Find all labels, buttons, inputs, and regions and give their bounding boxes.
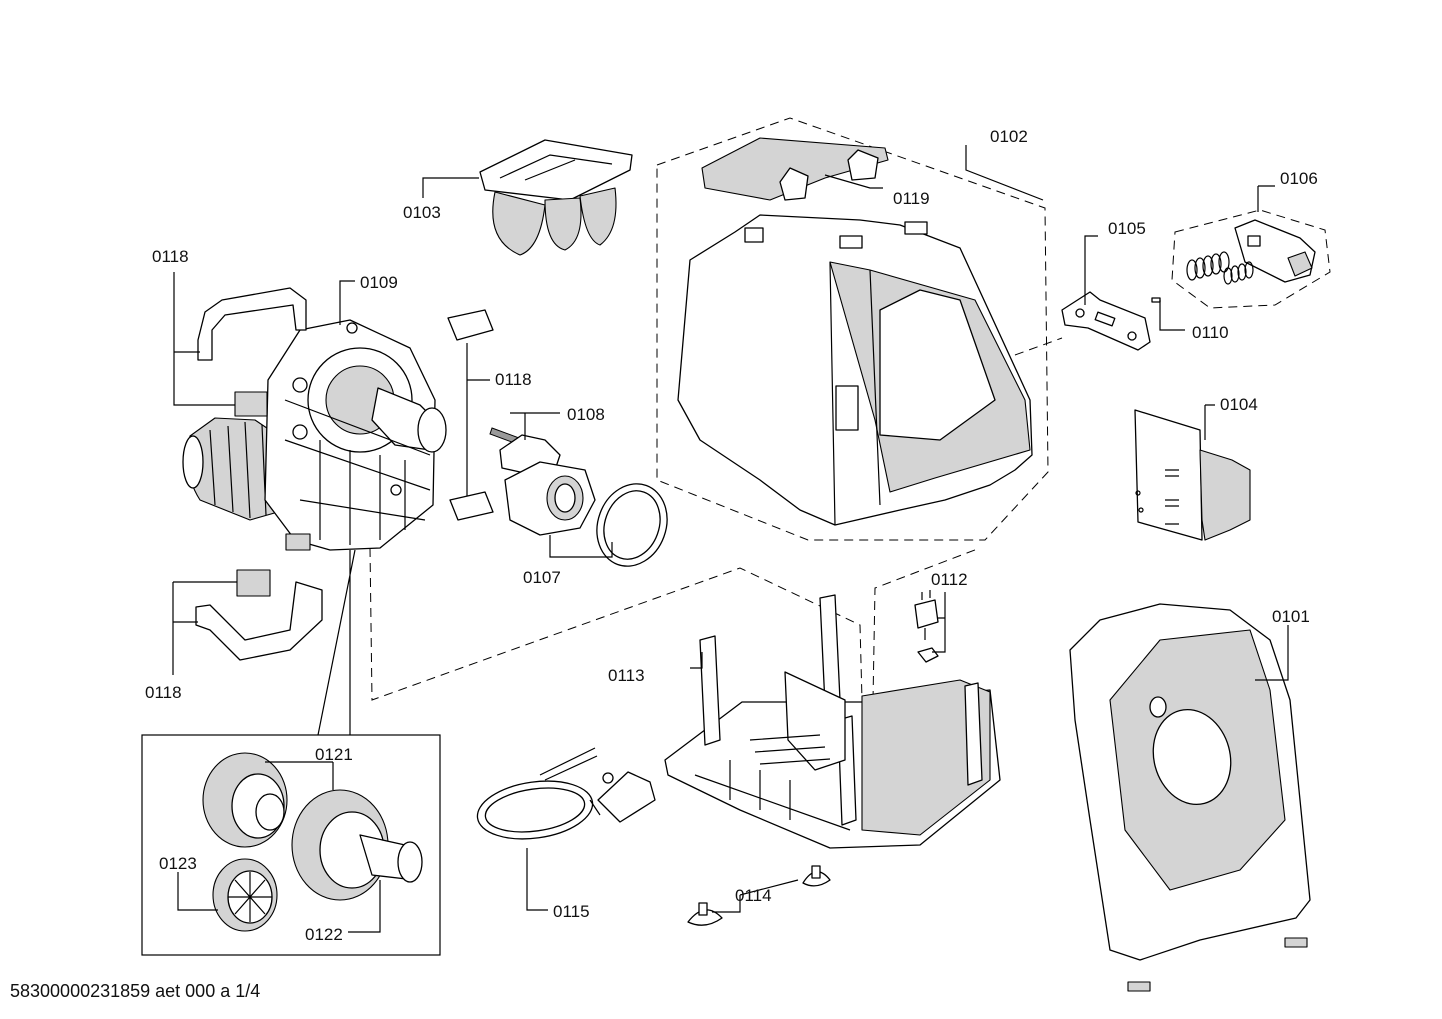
part-0112-connector — [914, 590, 939, 663]
assembly-line-housing-bracket — [1014, 337, 1063, 356]
part-0101-cover — [1069, 603, 1311, 992]
label-0118-mid: 0118 — [495, 370, 532, 389]
part-0105-bracket — [1061, 291, 1161, 351]
label-0109: 0109 — [360, 273, 398, 292]
part-0114-feet — [687, 865, 831, 926]
label-0115: 0115 — [553, 902, 590, 921]
label-0105: 0105 — [1108, 219, 1146, 238]
label-0118-bottom: 0118 — [145, 683, 182, 702]
label-0113: 0113 — [608, 666, 645, 685]
part-0115-power-cord — [476, 747, 656, 840]
part-0107-seal-ring — [596, 483, 668, 567]
assembly-line-housing-base — [872, 547, 981, 701]
label-0103: 0103 — [403, 203, 441, 222]
label-0118-top: 0118 — [152, 247, 189, 266]
part-0102-housing-group — [656, 117, 1049, 541]
part-gears-box — [141, 734, 441, 956]
label-0110: 0110 — [1192, 323, 1229, 342]
label-0112: 0112 — [931, 570, 968, 589]
label-0108: 0108 — [567, 405, 605, 424]
label-0121: 0121 — [315, 745, 353, 764]
part-0109-motor-housing — [182, 319, 447, 551]
part-0103-tray — [479, 139, 633, 256]
part-0106-latch-group — [1171, 209, 1331, 309]
part-0104-circuit-board — [1134, 409, 1251, 541]
label-0119: 0119 — [893, 189, 930, 208]
part-0113-base — [664, 594, 1001, 849]
label-0101: 0101 — [1272, 607, 1310, 626]
label-0114: 0114 — [735, 886, 772, 905]
label-0107: 0107 — [523, 568, 561, 587]
assembly-line-motor-base — [369, 547, 863, 701]
label-0123: 0123 — [159, 854, 197, 873]
leader-lines — [172, 145, 1289, 933]
part-0108-coupling — [489, 427, 596, 536]
label-0122: 0122 — [305, 925, 343, 944]
part-labels: 0102 0103 0119 0106 0105 0110 0104 0118 … — [145, 127, 1318, 944]
label-0102: 0102 — [990, 127, 1028, 146]
document-id: 58300000231859 aet 000 a 1/4 — [10, 981, 261, 1001]
label-0106: 0106 — [1280, 169, 1318, 188]
label-0104: 0104 — [1220, 395, 1258, 414]
part-0118-brackets — [195, 287, 494, 661]
